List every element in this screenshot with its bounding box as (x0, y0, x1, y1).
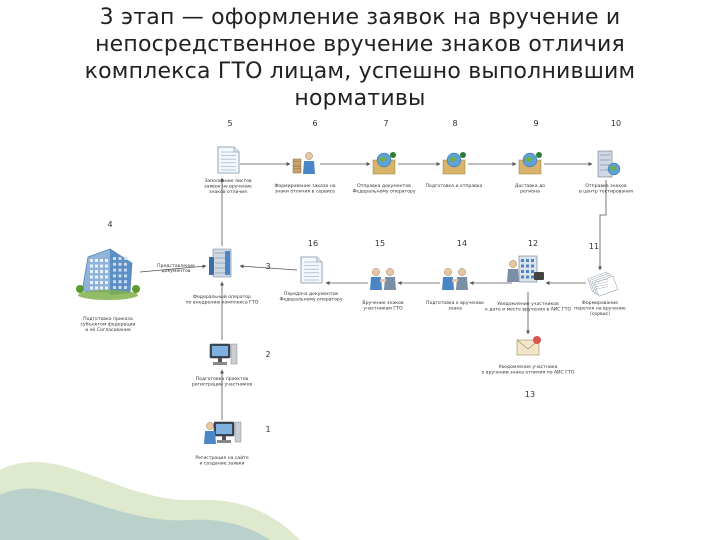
office-building-icon (76, 248, 140, 300)
document-icon (217, 146, 240, 174)
step-label-line: и создание заявки (200, 462, 245, 467)
server-globe-icon (597, 150, 621, 178)
step-label-line: заявок на вручение (204, 185, 252, 190)
step-number: 8 (452, 119, 457, 128)
step-label-line: перечня на вручение (574, 307, 626, 312)
step-number: 6 (312, 119, 317, 128)
step-label-line: участникам ГТО (363, 306, 403, 312)
title-line-1: 3 этап — оформление заявок на вручение и (99, 5, 621, 30)
step-label-line: о дате и месте вручения в АИС ГТО (485, 307, 572, 313)
step-label-line: Формирование (582, 300, 618, 306)
step-label-line: Отправка знаков (585, 183, 627, 189)
step-label-line: субъектом федерации (81, 322, 136, 328)
step-label-line: в центр тестирования (579, 190, 633, 195)
folder-with-globe-icon (442, 152, 466, 175)
person-with-boxes-icon (292, 152, 315, 174)
papers-stack-icon (587, 271, 619, 297)
step-label-line: по внедрению комплекса ГТО (186, 300, 259, 306)
step-label-line: и её Согласование (85, 327, 131, 333)
step-label-line: регистрации участников (192, 383, 253, 388)
step-label-line: региона (520, 190, 540, 195)
handshake-icon (442, 268, 468, 290)
title-line-2: непосредственное вручение знаков отличия (95, 32, 625, 57)
step-label-line: Формирование заказа на (274, 183, 335, 189)
step-label-line: Подготовка и отправка (426, 183, 483, 189)
step-label-line: знака (448, 307, 462, 312)
step-number: 11 (589, 242, 599, 251)
step-label-line: Отправка документов (357, 183, 411, 189)
step-label-line: Подготовка к вручению (426, 300, 484, 306)
person-at-computer-icon (204, 421, 242, 444)
step-label-line: о вручении знака отличия по АИС ГТО (482, 370, 575, 376)
step-label-line: Передача документов (284, 291, 338, 297)
step-label-line: Федеральный оператор (193, 293, 251, 300)
step-label-line: Доставка до (515, 183, 545, 189)
step-number: 1 (265, 425, 270, 434)
step-label-line: Вручение знаков (362, 300, 403, 306)
decoration (0, 462, 300, 540)
connectors (139, 162, 607, 420)
step-label-line: Заполнение листов (204, 178, 252, 184)
title-line-3: комплекса ГТО лицам, успешно выполнившим (84, 59, 636, 84)
handshake-icon (370, 268, 396, 290)
step-number: 10 (611, 119, 621, 128)
step-label-line: знаки отличия в сервисе (275, 190, 335, 195)
step-number: 2 (265, 350, 270, 359)
side-label: документов (162, 269, 191, 274)
page-title: 3 этап — оформление заявок на вручение и… (40, 4, 680, 112)
step-number: 13 (525, 390, 535, 399)
step-label-line: (сервис) (590, 311, 610, 317)
step-number: 9 (533, 119, 538, 128)
server-icon (209, 248, 232, 278)
corner-wave (0, 488, 270, 540)
folder-with-globe-icon (372, 152, 396, 175)
step-label-line: Федеральному оператору (279, 297, 342, 303)
document-icon (300, 256, 323, 284)
step-number: 15 (375, 239, 385, 248)
step-label-line: Уведомление участников (497, 301, 559, 307)
step-number: 14 (457, 239, 467, 248)
step-number: 4 (107, 220, 112, 229)
step-label-line: Подготовка проектов (196, 376, 249, 382)
corner-wave (0, 462, 300, 540)
side-label: Представление (157, 263, 195, 269)
step-number: 16 (308, 239, 318, 248)
step-number: 12 (528, 239, 538, 248)
step-label-line: Федеральному оператору (352, 189, 415, 195)
step-label-line: Подготовка приказа (83, 316, 133, 322)
envelope-icon (516, 336, 541, 356)
step-number: 3 (265, 262, 270, 271)
building-with-phone-icon (507, 255, 544, 283)
step-label-line: Уведомление участника (499, 364, 558, 370)
step-label-line: Регистрация на сайте (195, 454, 249, 461)
monitor-icon (209, 343, 238, 365)
step-number: 7 (383, 119, 388, 128)
title-line-4: нормативы (294, 86, 426, 111)
step-label-line: знаков отличия (209, 190, 247, 195)
step-number: 5 (227, 119, 232, 128)
folder-with-globe-icon (518, 152, 542, 175)
